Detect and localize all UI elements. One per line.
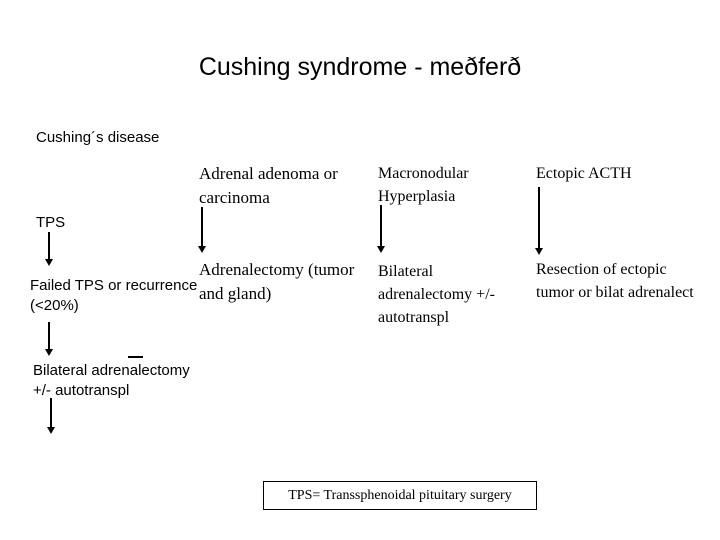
cushings-disease-heading: Cushing´s disease (36, 129, 160, 146)
adrenal-tumor-treatment: Adrenalectomy (tumor and gland) (199, 260, 355, 303)
adrenal-tumor-heading: Adrenal adenoma or carcinoma (199, 164, 338, 207)
stray-dash-icon (128, 356, 143, 358)
macronodular-heading: Macronodular Hyperplasia (378, 165, 469, 205)
ectopic-acth-heading: Ectopic ACTH (536, 165, 632, 182)
macronodular-treatment: Bilateral adrenalectomy +/- autotranspl (378, 263, 495, 326)
cushings-step-bilateral-adrenalectomy: Bilateral adrenalectomy +/- autotranspl (33, 362, 190, 399)
footnote-legend-text: TPS= Transsphenoidal pituitary surgery (288, 487, 512, 503)
footnote-legend-box: TPS= Transsphenoidal pituitary surgery (263, 481, 537, 510)
cushings-step-tps: TPS (36, 214, 66, 231)
ectopic-acth-treatment: Resection of ectopic tumor or bilat adre… (536, 261, 694, 301)
page-title: Cushing syndrome - meðferð (198, 53, 522, 81)
cushings-step-failed-tps: Failed TPS or recurrence (<20%) (30, 277, 198, 314)
